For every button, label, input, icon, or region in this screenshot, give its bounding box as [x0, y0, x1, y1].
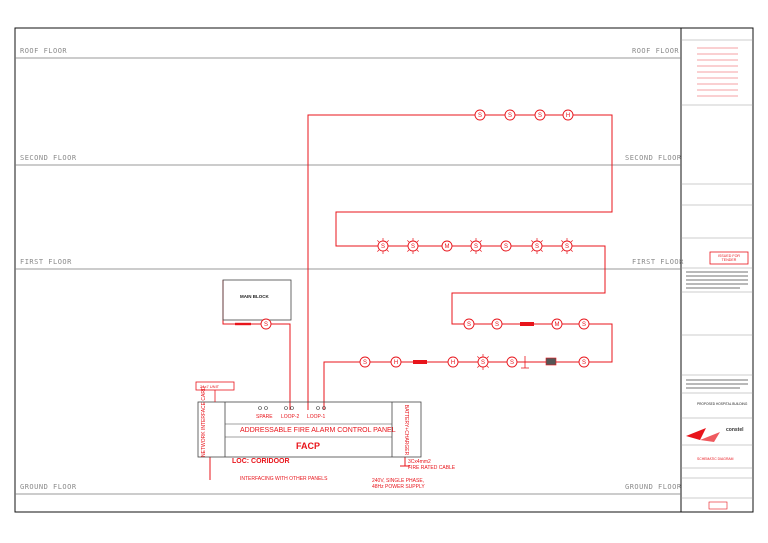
svg-text:S: S: [381, 244, 385, 250]
svg-text:S: S: [565, 244, 569, 250]
device-smoke-detector: S: [559, 238, 575, 254]
floor-lines: [15, 57, 681, 495]
floor-label-ground-right: GROUND FLOOR: [625, 483, 682, 491]
notes-block: [686, 271, 748, 389]
svg-text:S: S: [510, 360, 514, 366]
floor-label-first-right: FIRST FLOOR: [632, 258, 684, 266]
cable-size-label: 3Cx4mm2: [408, 459, 431, 465]
device-smoke-detector: S: [506, 356, 518, 368]
panel-brand-label: 24x7 UNIT: [200, 384, 220, 389]
device-smoke-detector: S: [491, 318, 503, 330]
panel-location: LOC: CORIDOOR: [232, 458, 290, 465]
network-interface-card-label: NETWORK INTERFACE CARD: [201, 386, 207, 457]
device-smoke-detector: S: [534, 109, 546, 121]
tender-stamp-text: ISSUED FOR TENDER: [718, 254, 740, 262]
device-smoke-detector: S: [463, 318, 475, 330]
device-smoke-detector: S: [468, 238, 484, 254]
svg-text:S: S: [582, 360, 586, 366]
battery-charger-label: BATTERY+CHARGER: [403, 404, 409, 456]
svg-text:S: S: [264, 322, 268, 328]
device-heat-detector: H: [562, 109, 574, 121]
svg-text:M: M: [555, 322, 560, 328]
floor-label-second-right: SECOND FLOOR: [625, 154, 682, 162]
svg-text:S: S: [467, 322, 471, 328]
panel-title: ADDRESSABLE FIRE ALARM CONTROL PANEL: [240, 427, 396, 434]
panel-name: FACP: [296, 441, 321, 451]
cable-type-label: FIRE RATED CABLE: [408, 465, 456, 471]
floor-label-ground-left: GROUND FLOOR: [20, 483, 77, 491]
main-block-box: [222, 279, 292, 321]
device-smoke-detector: S: [475, 354, 491, 370]
svg-text:S: S: [478, 113, 482, 119]
svg-text:S: S: [538, 113, 542, 119]
device-smoke-detector: S: [578, 356, 590, 368]
tender-stamp-box: [709, 251, 749, 265]
device-smoke-detector: S: [359, 356, 371, 368]
device-smoke-detector: S: [529, 238, 545, 254]
company-name: constel: [726, 427, 744, 433]
project-name: PROPOSED HOSPITAL BUILDING: [697, 402, 748, 406]
company-logo: [686, 428, 720, 442]
manual-call-point: [520, 322, 534, 326]
svg-text:H: H: [451, 360, 455, 366]
device-smoke-detector: S: [375, 238, 391, 254]
svg-text:S: S: [474, 244, 478, 250]
floor-label-roof-left: ROOF FLOOR: [20, 47, 68, 55]
main-block-label: MAIN BLOCK: [240, 294, 269, 299]
svg-text:S: S: [363, 360, 367, 366]
drawing-title: SCHEMATIC DIAGRAM: [697, 457, 734, 461]
svg-text:S: S: [582, 322, 586, 328]
loop-spare-label: SPARE: [256, 414, 273, 420]
floor-label-roof-right: ROOF FLOOR: [632, 47, 680, 55]
floor-label-first-left: FIRST FLOOR: [20, 258, 72, 266]
svg-text:S: S: [495, 322, 499, 328]
device-smoke-detector: S: [504, 109, 516, 121]
loop-2-label: LOOP-2: [281, 414, 300, 420]
drawing-number-box: [708, 501, 728, 510]
svg-text:S: S: [411, 244, 415, 250]
svg-text:S: S: [481, 360, 485, 366]
loop-terminals: [258, 406, 326, 410]
svg-text:H: H: [394, 360, 398, 366]
supply-line-2: 48Hz POWER SUPPLY: [372, 484, 425, 490]
legend-rows: [697, 47, 738, 97]
device-multi-detector: M: [441, 240, 453, 252]
interfacing-label: INTERFACING WITH OTHER PANELS: [240, 476, 328, 482]
supply-line-1: 240V, SINGLE PHASE,: [372, 478, 425, 484]
device-smoke-detector: S: [260, 318, 272, 330]
manual-call-point: [413, 360, 427, 364]
svg-text:S: S: [508, 113, 512, 119]
svg-text:M: M: [445, 244, 450, 250]
svg-text:H: H: [566, 113, 570, 119]
device-smoke-detector: S: [474, 109, 486, 121]
device-heat-detector: H: [390, 356, 402, 368]
title-block-lines: [681, 39, 753, 499]
wiring: [209, 114, 613, 480]
device-smoke-detector: S: [578, 318, 590, 330]
floor-label-second-left: SECOND FLOOR: [20, 154, 77, 162]
device-heat-detector: H: [447, 356, 459, 368]
device-multi-detector: M: [551, 318, 563, 330]
svg-text:S: S: [504, 244, 508, 250]
sounder-strobe: [545, 357, 557, 366]
loop-1-label: LOOP-1: [307, 414, 326, 420]
device-smoke-detector: S: [405, 238, 421, 254]
device-smoke-detector: S: [500, 240, 512, 252]
detector-devices: S S S H S S M S S S S S S M S S H H S S S S: [260, 109, 590, 370]
facp-panel: [195, 381, 422, 458]
svg-text:S: S: [535, 244, 539, 250]
relay-module: [521, 356, 529, 369]
